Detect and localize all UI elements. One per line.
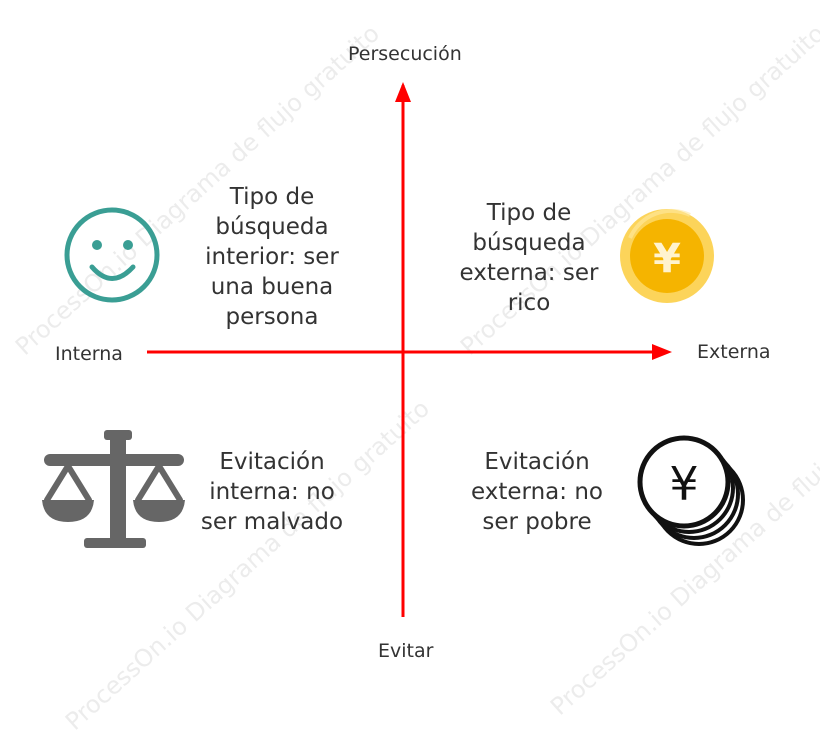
quadrant-bottom-left-text: Evitación interna: no ser malvado	[200, 449, 344, 535]
vertical-axis-arrowhead	[395, 82, 411, 102]
horizontal-axis-arrowhead	[652, 344, 672, 360]
axis-label-right: Externa	[697, 341, 771, 363]
quadrant-bottom-right-text: Evitación externa: no ser pobre	[471, 449, 603, 535]
svg-text:¥: ¥	[653, 236, 681, 282]
balance-scale-icon	[42, 430, 185, 548]
axis-label-bottom: Evitar	[378, 640, 434, 662]
svg-text:¥: ¥	[669, 457, 698, 511]
quadrant-top-left-text: Tipo de búsqueda interior: ser una buena…	[205, 184, 339, 330]
quadrant-top-right-text: Tipo de búsqueda externa: ser rico	[459, 200, 599, 316]
axis-label-top: Persecución	[348, 43, 462, 65]
yen-coin-stack-icon: ¥	[637, 435, 745, 546]
quadrant-diagram: ¥ ¥	[42, 82, 745, 617]
smiley-face-icon	[64, 207, 160, 303]
gold-yen-coin-icon: ¥	[620, 209, 714, 303]
axis-label-left: Interna	[55, 343, 123, 365]
